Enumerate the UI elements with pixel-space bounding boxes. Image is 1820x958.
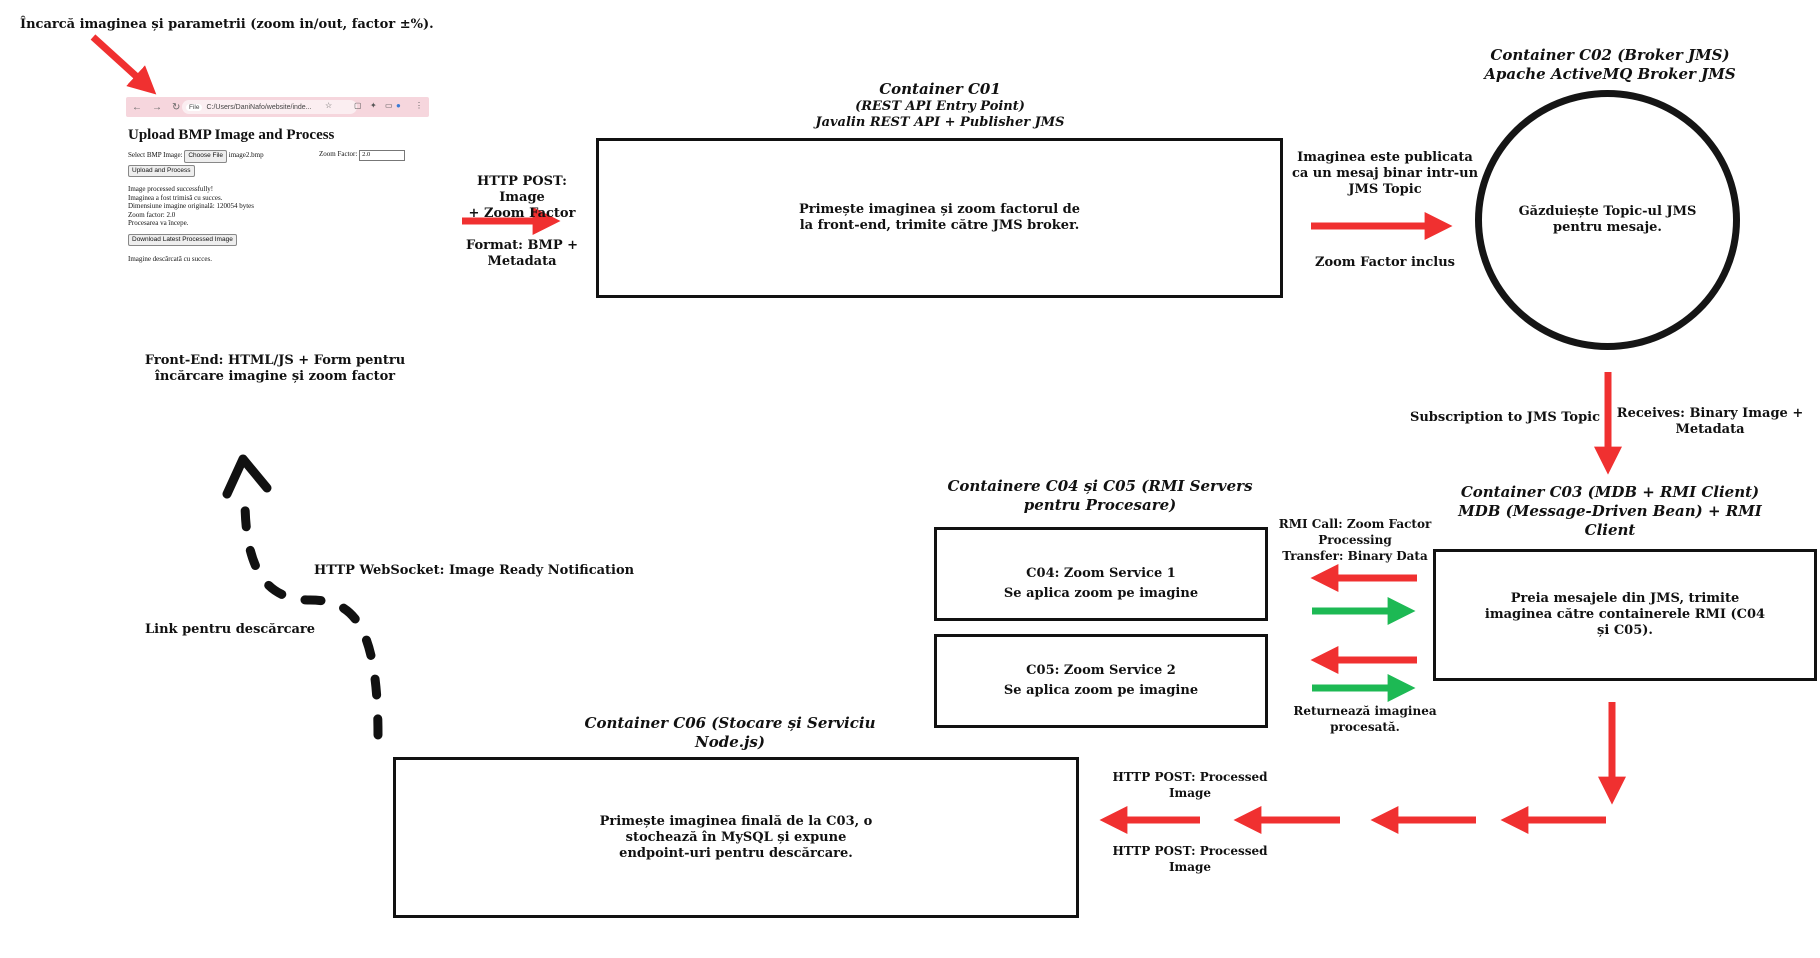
c04-c05-title: Containere C04 și C05 (RMI Servers pentr… — [947, 477, 1253, 514]
status-line: Procesarea va începe. — [128, 219, 189, 227]
label-receives: Receives: Binary Image + Metadata — [1616, 406, 1804, 437]
upload-button[interactable]: Upload and Process — [128, 164, 195, 177]
star-icon[interactable]: ☆ — [325, 101, 333, 110]
reload-icon[interactable]: ↻ — [172, 101, 181, 113]
address-bar[interactable]: File C:/Users/DaniNafo/website/inde... — [182, 100, 357, 114]
extensions-icon[interactable]: ▢ — [354, 101, 362, 110]
c03-text: Preia mesajele din JMS, trimite imaginea… — [1484, 591, 1766, 638]
label-rmi-call: RMI Call: Zoom Factor Processing Transfe… — [1278, 517, 1432, 563]
label-download-link: Link pentru descărcare — [145, 622, 316, 637]
mock-heading: Upload BMP Image and Process — [128, 127, 335, 143]
label-http-post-processed-top: HTTP POST: Processed Image — [1112, 770, 1268, 800]
download-button[interactable]: Download Latest Processed Image — [128, 233, 237, 246]
url-chip: File — [186, 103, 203, 111]
label-http-post-processed-bottom: HTTP POST: Processed Image — [1112, 844, 1268, 874]
container-c02: Găzduiește Topic-ul JMS pentru mesaje. — [1475, 90, 1740, 350]
status-line: Imaginea a fost trimisă cu succes. — [128, 193, 223, 202]
frontend-caption: Front-End: HTML/JS + Form pentru încărca… — [144, 353, 406, 384]
zoom-input[interactable]: 2.0 — [359, 150, 406, 161]
status-line: Dimensiune imagine originală: 120054 byt… — [128, 202, 254, 210]
label-http-post-image: HTTP POST: Image + Zoom Factor — [468, 174, 576, 221]
label-format-bmp: Format: BMP + Metadata — [465, 238, 579, 269]
c02-text: Găzduiește Topic-ul JMS pentru mesaje. — [1518, 204, 1697, 235]
puzzle-icon[interactable]: ✦ — [370, 101, 377, 110]
dashed-return-arrow — [240, 495, 383, 740]
dashed-return-arrowhead — [222, 454, 272, 499]
arrow-to-frontend — [90, 34, 157, 95]
choose-file-button[interactable]: Choose File — [184, 150, 228, 163]
c02-title: Container C02 (Broker JMS) Apache Active… — [1484, 46, 1736, 83]
select-label: Select BMP Image: — [128, 151, 183, 159]
label-subscription: Subscription to JMS Topic — [1409, 410, 1601, 425]
c01-title: Container C01 (REST API Entry Point) Jav… — [760, 80, 1120, 131]
status-line: Image processed successfully! — [128, 185, 214, 193]
c03-title: Container C03 (MDB + RMI Client) MDB (Me… — [1458, 483, 1762, 539]
c04-text: C04: Zoom Service 1 Se aplica zoom pe im… — [1003, 566, 1199, 601]
url-text: C:/Users/DaniNafo/website/inde... — [206, 103, 312, 111]
back-icon[interactable]: ← — [132, 101, 142, 113]
frontend-screenshot: ← → ↻ File C:/Users/DaniNafo/website/ind… — [126, 97, 429, 277]
container-c01: Primește imaginea și zoom factorul de la… — [596, 138, 1283, 298]
c01-title-text: Container C01 — [879, 80, 1001, 98]
c06-text: Primește imaginea finală de la C03, o st… — [599, 813, 873, 861]
mock-form-row: Select BMP Image: Choose File image2.bmp… — [128, 150, 429, 163]
label-websocket: HTTP WebSocket: Image Ready Notification — [314, 563, 635, 578]
label-jms-publish: Imaginea este publicata ca un mesaj bina… — [1291, 150, 1479, 197]
c01-text: Primește imaginea și zoom factorul de la… — [798, 202, 1081, 233]
c06-title: Container C06 (Stocare și Serviciu Node.… — [584, 714, 876, 751]
browser-toolbar: ← → ↻ File C:/Users/DaniNafo/website/ind… — [126, 97, 429, 117]
top-label: Încarcă imaginea și parametrii (zoom in/… — [20, 17, 434, 32]
container-c05: C05: Zoom Service 2 Se aplica zoom pe im… — [934, 634, 1268, 728]
container-c04: C04: Zoom Service 1 Se aplica zoom pe im… — [934, 527, 1268, 621]
zoom-label: Zoom Factor: — [319, 150, 358, 158]
status-line: Zoom factor: 2.0 — [128, 210, 176, 219]
profile-icon[interactable]: ● — [396, 101, 401, 110]
container-c06: Primește imaginea finală de la C03, o st… — [393, 757, 1079, 918]
c01-subtitle: (REST API Entry Point) Javalin REST API … — [815, 99, 1065, 130]
forward-icon[interactable]: → — [152, 101, 162, 113]
label-zoom-included: Zoom Factor inclus — [1314, 255, 1456, 270]
c05-text: C05: Zoom Service 2 Se aplica zoom pe im… — [1003, 663, 1199, 698]
download-status: Imagine descărcată cu succes. — [128, 255, 212, 263]
container-c03: Preia mesajele din JMS, trimite imaginea… — [1433, 549, 1817, 681]
split-icon[interactable]: ▭ — [385, 101, 393, 110]
label-returns: Returnează imaginea procesată. — [1293, 704, 1437, 734]
file-name: image2.bmp — [228, 151, 264, 159]
menu-icon[interactable]: ⋮ — [415, 101, 423, 110]
